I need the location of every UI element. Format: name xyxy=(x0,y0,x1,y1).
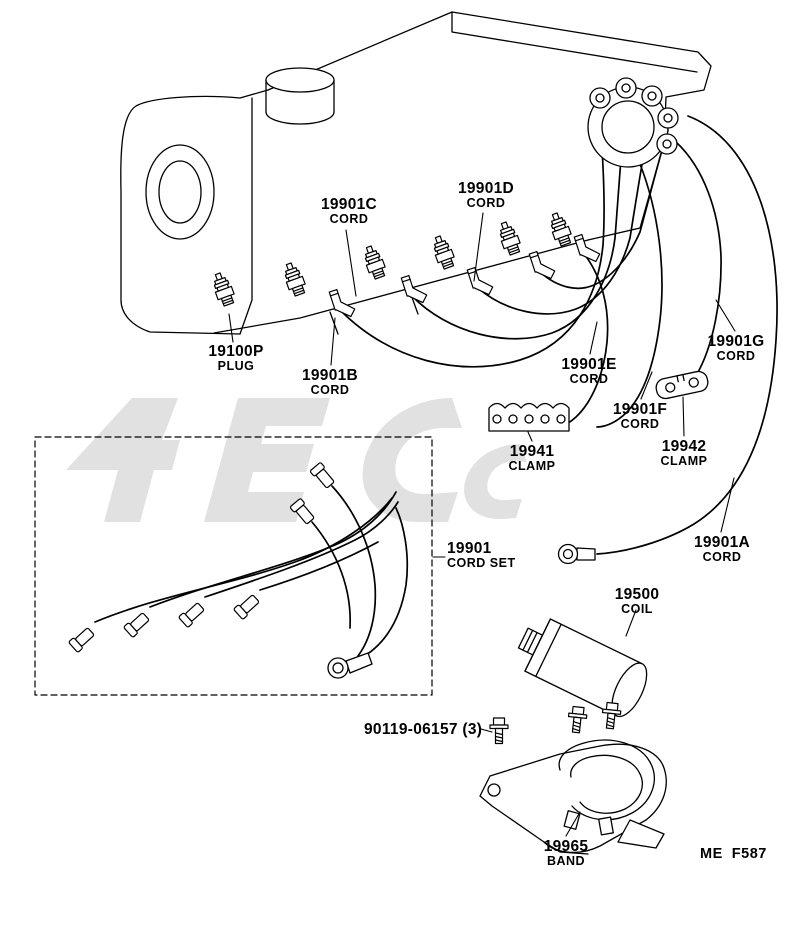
label-19901b: 19901B CORD xyxy=(301,367,359,398)
part-name: CORD xyxy=(620,417,660,432)
label-19941: 19941 CLAMP xyxy=(508,443,556,474)
part-number: 19901C xyxy=(320,196,378,213)
part-number: 19942 xyxy=(661,438,707,455)
cord-a-terminal xyxy=(557,543,596,565)
cord-set xyxy=(94,485,409,665)
label-19965: 19965 BAND xyxy=(543,838,589,869)
coil-bracket xyxy=(479,739,667,855)
part-name: COIL xyxy=(621,602,653,617)
label-19901d: 19901D CORD xyxy=(457,180,515,211)
part-number: 90119-06157 (3) xyxy=(364,721,483,738)
part-number: 19901D xyxy=(457,180,515,197)
label-19500: 19500 COIL xyxy=(614,586,660,617)
part-number: 19901G xyxy=(707,333,765,350)
engine-block xyxy=(120,11,712,335)
part-number: 19100P xyxy=(208,343,264,360)
part-number: 19901 xyxy=(447,540,492,557)
part-name: CORD xyxy=(569,372,609,387)
part-name: CORD xyxy=(466,196,506,211)
part-name: CORD xyxy=(716,349,756,364)
label-19901e: 19901E CORD xyxy=(561,356,617,387)
figure-code: ME F587 xyxy=(700,846,767,862)
part-number: 19901A xyxy=(693,534,751,551)
leader-lines xyxy=(228,212,736,837)
clamp-19942 xyxy=(655,370,709,400)
label-19942: 19942 CLAMP xyxy=(660,438,708,469)
cord-set-box xyxy=(34,436,433,696)
label-19901a: 19901A CORD xyxy=(693,534,751,565)
part-number: 19500 xyxy=(614,586,660,603)
part-name: CORD xyxy=(329,212,369,227)
label-19901g: 19901G CORD xyxy=(707,333,765,364)
part-number: 19965 xyxy=(543,838,589,855)
part-number: 19901B xyxy=(301,367,359,384)
part-name: CLAMP xyxy=(508,459,556,474)
label-19901f: 19901F CORD xyxy=(612,401,668,432)
part-name: CORD xyxy=(702,550,742,565)
label-19100p: 19100P PLUG xyxy=(208,343,264,374)
ignition-cords xyxy=(339,99,778,555)
cord-set-coil-terminal xyxy=(327,652,373,679)
part-name: CORD SET xyxy=(447,556,516,571)
watermark xyxy=(66,398,527,523)
distributor xyxy=(587,77,679,168)
part-number: 19941 xyxy=(509,443,555,460)
label-19901: 19901 CORD SET xyxy=(447,540,516,571)
clamp-19941 xyxy=(488,402,570,432)
part-name: BAND xyxy=(546,854,586,869)
ignition-coil xyxy=(517,618,648,718)
label-90119-06157: 90119-06157 (3) xyxy=(364,721,483,738)
part-name: CLAMP xyxy=(660,454,708,469)
label-19901c: 19901C CORD xyxy=(320,196,378,227)
part-name: CORD xyxy=(310,383,350,398)
part-number: 19901E xyxy=(561,356,617,373)
cord-set-boots xyxy=(67,461,337,654)
part-number: 19901F xyxy=(612,401,668,418)
part-name: PLUG xyxy=(217,359,255,374)
